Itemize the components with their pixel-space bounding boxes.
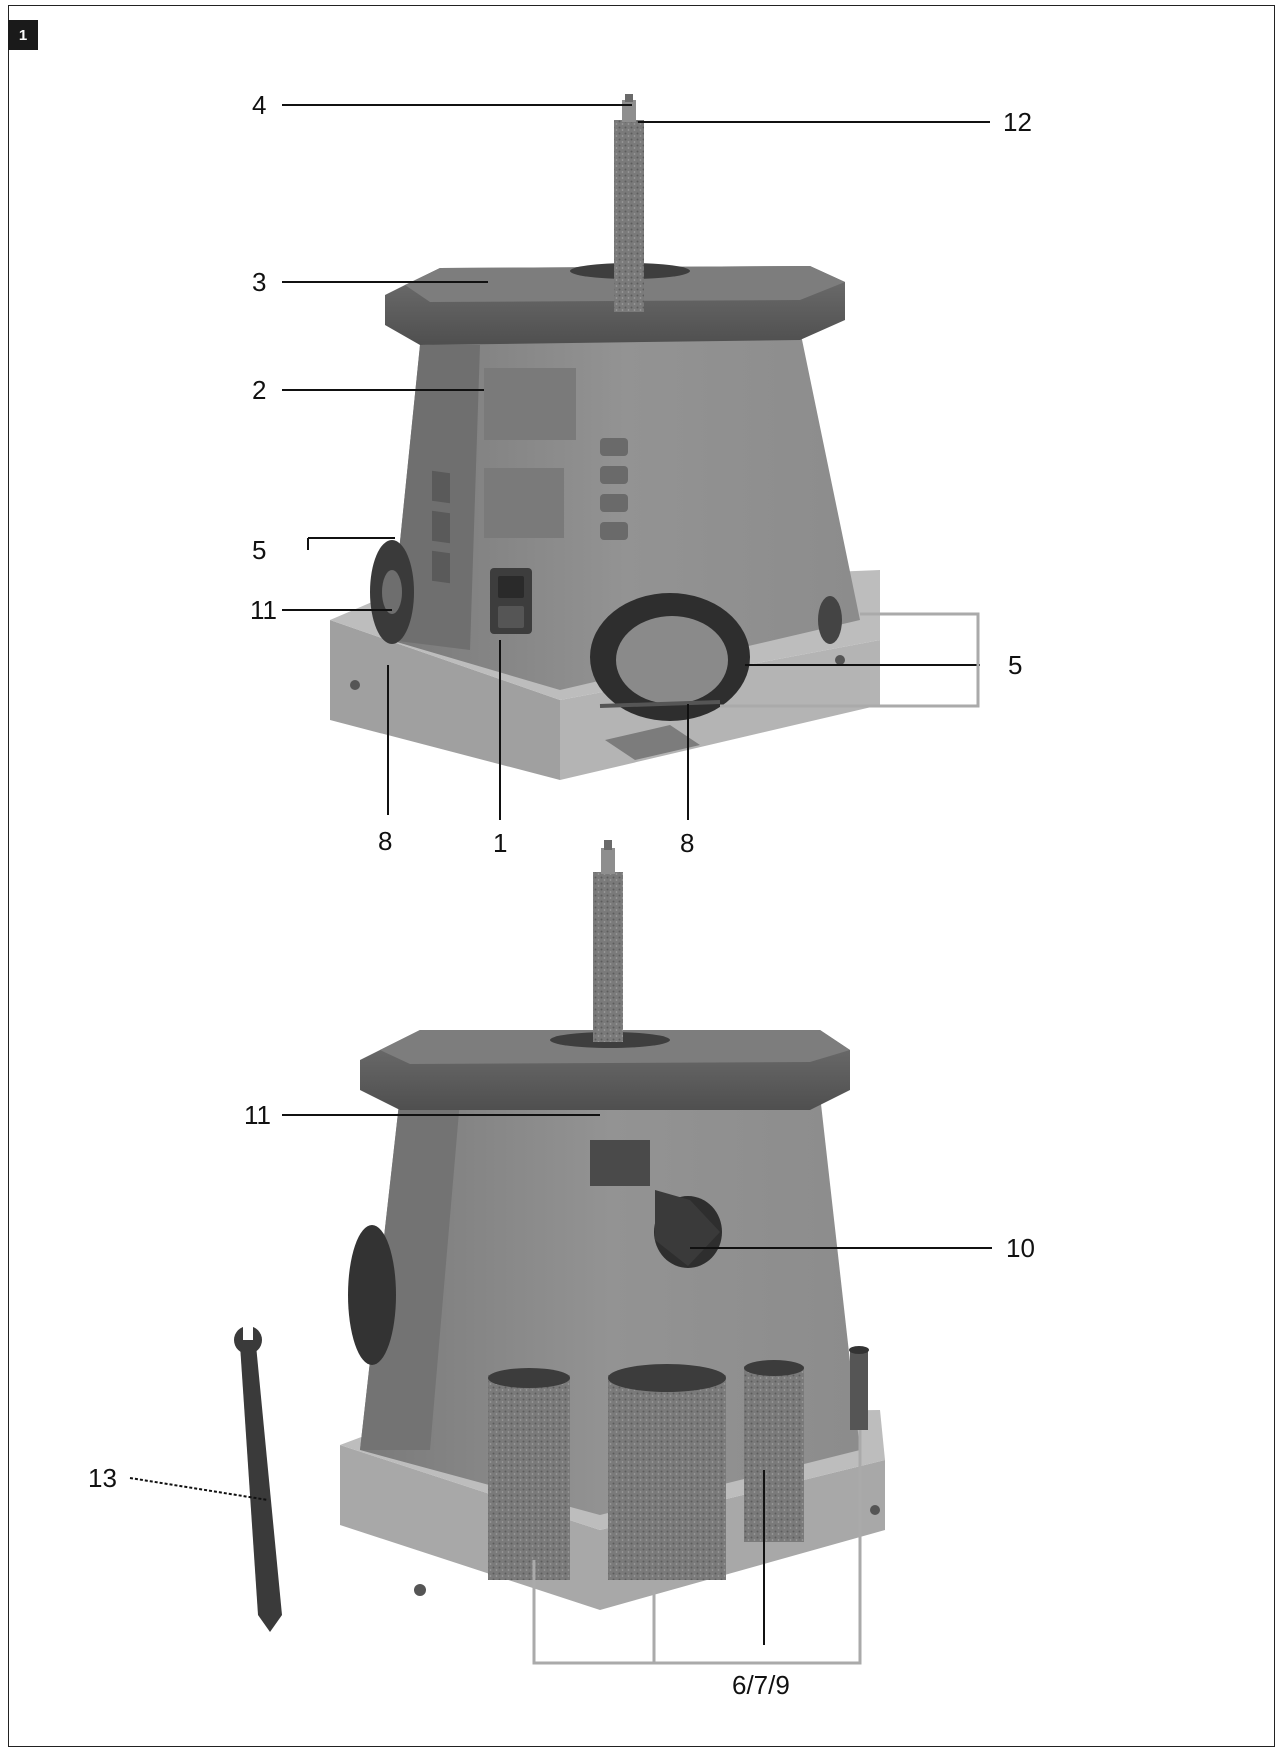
callout-11: 11 [250,595,277,625]
callout-4: 4 [252,90,266,120]
bracket-5 [720,612,980,708]
callout-5-right: 5 [1008,650,1022,680]
sanding-sleeve [614,120,644,312]
housing-left-lower [360,1095,460,1450]
callout-10: 10 [1006,1233,1035,1263]
callout-13: 13 [88,1463,117,1493]
sleeve-medium [744,1366,804,1542]
spindle-shaft [622,100,636,122]
spindle-shaft-lower [601,848,615,874]
base-front-left [330,620,560,780]
grouping-brackets [532,612,980,1665]
callout-8-right: 8 [680,828,694,858]
callout-11-lower: 11 [244,1100,271,1130]
spindle-spare [850,1350,868,1430]
mount-hole [870,1505,880,1515]
figure-number-badge: 1 [8,20,38,50]
leader-lines [129,104,992,1645]
housing-body-lower [360,1095,860,1515]
panel-lower [484,468,564,538]
sanding-sleeve-lower [593,872,623,1042]
callout-8-left: 8 [378,826,392,856]
callout-12: 12 [1003,107,1032,137]
sander-bottom-view [234,840,885,1632]
sander-top-view [330,94,880,780]
side-vents-right [600,438,628,540]
tilt-knob-lower [348,1225,396,1365]
tilt-knob-right [818,596,842,644]
mount-hole [414,1584,426,1596]
sleeve-small [488,1375,570,1580]
spindle-nut-lower [604,840,612,850]
callout-3: 3 [252,267,266,297]
tilt-knob-left [370,540,414,644]
mount-hole [835,655,845,665]
callout-1: 1 [493,828,507,858]
wrench-tool [234,1326,282,1632]
leader-13 [129,1477,269,1501]
callout-5-left: 5 [252,535,266,565]
side-vents-left [432,470,450,584]
bracket-679 [532,1430,862,1665]
dust-extraction-port [590,1140,722,1268]
on-off-switch [490,568,532,634]
callout-labels: 4 12 3 2 5 11 5 8 1 8 11 10 13 6/7/9 [88,90,1035,1700]
dust-extraction-port-top [590,593,750,721]
callout-2: 2 [252,375,266,405]
callout-6-7-9: 6/7/9 [732,1670,790,1700]
mount-hole [350,680,360,690]
sleeve-large [608,1375,726,1580]
spindle-nut [625,94,633,102]
panel-upper [484,368,576,440]
base-mount-slot [605,725,700,760]
sanding-sleeves [488,1346,869,1580]
